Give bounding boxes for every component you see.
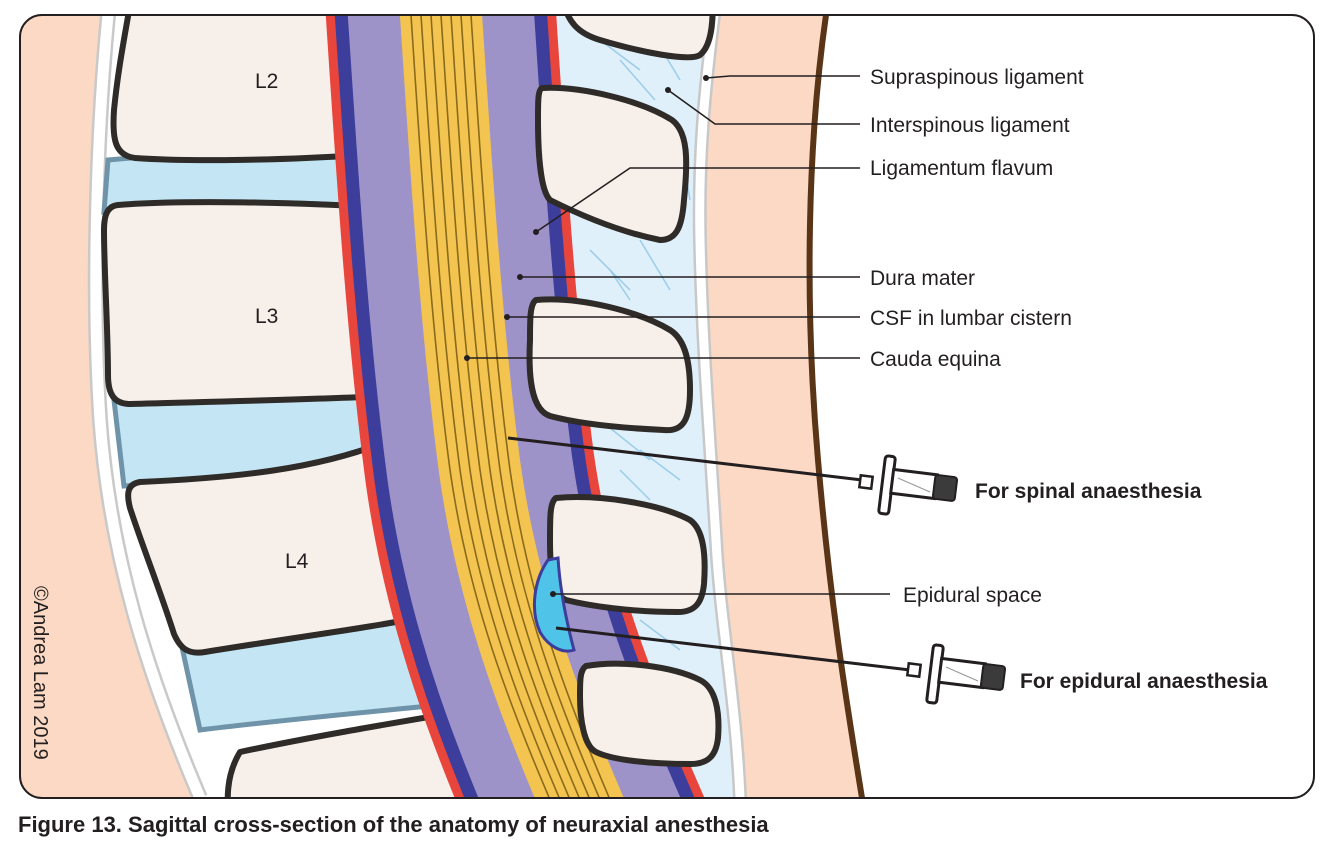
label-ligamentum-flavum: Ligamentum flavum <box>870 157 1053 180</box>
label-interspinous-ligament: Interspinous ligament <box>870 114 1070 137</box>
label-spinal-anaesthesia: For spinal anaesthesia <box>975 480 1202 503</box>
skin-surface <box>806 15 865 798</box>
label-l2: L2 <box>255 70 278 93</box>
label-dura-mater: Dura mater <box>870 267 975 290</box>
lamina-l3 <box>526 296 693 434</box>
cauda-equina-nerves <box>409 15 631 798</box>
label-csf: CSF in lumbar cistern <box>870 307 1072 330</box>
posterior-elements <box>526 15 722 767</box>
posterior-tissue <box>699 15 862 798</box>
lamina-l5 <box>577 660 722 767</box>
figure-caption: Figure 13. Sagittal cross-section of the… <box>18 812 769 837</box>
label-epidural-anaesthesia: For epidural anaesthesia <box>1020 670 1268 693</box>
leader-lines <box>464 75 890 597</box>
lamina-l4 <box>547 494 708 615</box>
credit-text: ©Andrea Lam 2019 <box>29 586 51 760</box>
figure-frame <box>19 14 1315 799</box>
spinal-needle <box>507 436 959 516</box>
lamina-l2 <box>535 84 690 243</box>
label-l3: L3 <box>255 305 278 328</box>
label-supraspinous-ligament: Supraspinous ligament <box>870 66 1084 89</box>
spinal-canal <box>325 15 706 798</box>
spinous-process-1 <box>557 15 716 61</box>
illustration: ©Andrea Lam 2019 <box>20 15 1314 798</box>
anterior-tissue <box>20 15 200 798</box>
label-epidural-space: Epidural space <box>903 584 1042 607</box>
epidural-needle <box>555 626 1007 705</box>
label-l4: L4 <box>285 550 309 573</box>
label-cauda-equina: Cauda equina <box>870 348 1001 371</box>
